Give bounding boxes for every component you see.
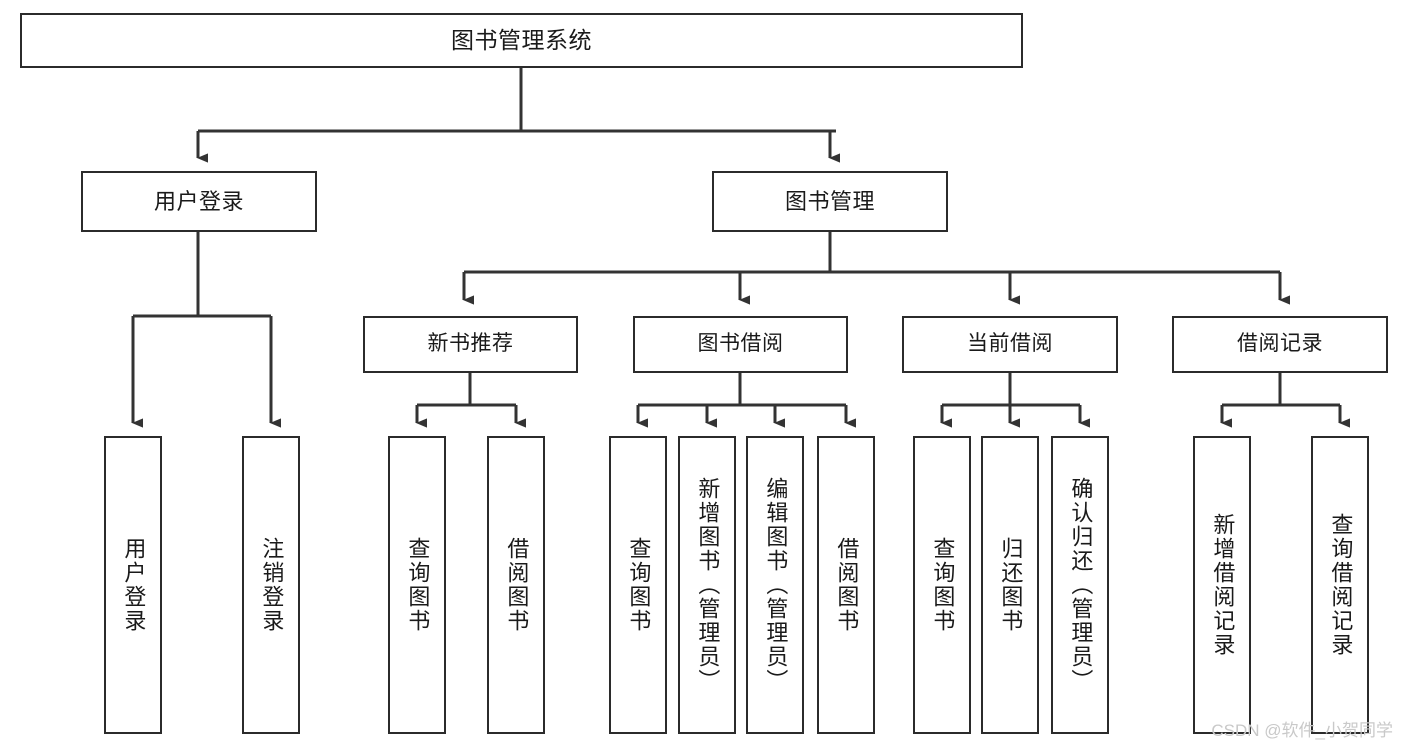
node-borrow-record-label: 借阅记录: [1237, 332, 1323, 356]
leaf-borrow-book-2[interactable]: 借阅图书: [817, 436, 875, 734]
node-book-manage-label: 图书管理: [784, 188, 875, 214]
node-root-label: 图书管理系统: [451, 27, 592, 54]
leaf-edit-book-label: 编辑图书（管理员）: [763, 477, 789, 693]
node-new-book-recommend[interactable]: 新书推荐: [363, 316, 578, 373]
leaf-borrow-book-1-label: 借阅图书: [504, 537, 530, 633]
leaf-confirm-return[interactable]: 确认归还（管理员）: [1051, 436, 1109, 734]
watermark: CSDN @软件_小贺同学: [1211, 721, 1393, 740]
leaf-query-book-2-label: 查询图书: [626, 537, 652, 633]
leaf-confirm-return-label: 确认归还（管理员）: [1068, 477, 1094, 693]
node-root[interactable]: 图书管理系统: [20, 13, 1023, 68]
leaf-return-book-label: 归还图书: [998, 537, 1024, 633]
node-borrow-record[interactable]: 借阅记录: [1172, 316, 1388, 373]
leaf-query-record-label: 查询借阅记录: [1328, 513, 1354, 657]
leaf-return-book[interactable]: 归还图书: [981, 436, 1039, 734]
leaf-query-record[interactable]: 查询借阅记录: [1311, 436, 1369, 734]
leaf-user-login[interactable]: 用户登录: [104, 436, 162, 734]
leaf-add-record[interactable]: 新增借阅记录: [1193, 436, 1251, 734]
node-current-borrow[interactable]: 当前借阅: [902, 316, 1118, 373]
leaf-add-book[interactable]: 新增图书（管理员）: [678, 436, 736, 734]
leaf-query-book-1-label: 查询图书: [405, 537, 431, 633]
leaf-logout[interactable]: 注销登录: [242, 436, 300, 734]
leaf-user-login-label: 用户登录: [121, 537, 147, 633]
node-book-borrow-label: 图书借阅: [697, 332, 784, 356]
leaf-borrow-book-2-label: 借阅图书: [834, 537, 860, 633]
leaf-add-book-label: 新增图书（管理员）: [695, 477, 721, 693]
leaf-query-book-3-label: 查询图书: [930, 537, 956, 633]
leaf-logout-label: 注销登录: [259, 537, 285, 633]
leaf-borrow-book-1[interactable]: 借阅图书: [487, 436, 545, 734]
node-book-manage[interactable]: 图书管理: [712, 171, 948, 232]
node-user-login-label: 用户登录: [153, 188, 244, 214]
leaf-query-book-2[interactable]: 查询图书: [609, 436, 667, 734]
node-user-login[interactable]: 用户登录: [81, 171, 317, 232]
leaf-edit-book[interactable]: 编辑图书（管理员）: [746, 436, 804, 734]
leaf-query-book-3[interactable]: 查询图书: [913, 436, 971, 734]
node-new-book-recommend-label: 新书推荐: [427, 332, 514, 356]
node-book-borrow[interactable]: 图书借阅: [633, 316, 848, 373]
node-current-borrow-label: 当前借阅: [967, 332, 1053, 356]
leaf-query-book-1[interactable]: 查询图书: [388, 436, 446, 734]
leaf-add-record-label: 新增借阅记录: [1210, 513, 1236, 657]
